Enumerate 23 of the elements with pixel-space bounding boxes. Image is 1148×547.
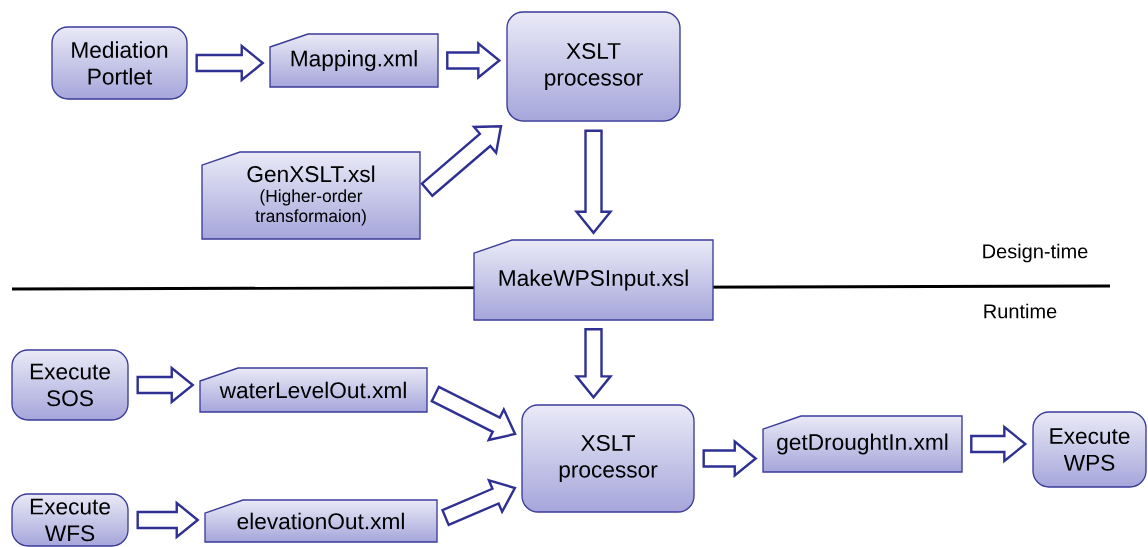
phase-label: Runtime — [984, 303, 1057, 319]
document-box: MakeWPSInput.xsl — [473, 239, 714, 321]
phase-label: Design-time — [983, 243, 1088, 263]
process-box: XSLT processor — [506, 11, 681, 122]
process-box: Execute SOS — [11, 349, 129, 421]
document-box: getDroughtIn.xml — [762, 415, 963, 473]
block-arrow — [136, 365, 195, 405]
block-arrow — [574, 328, 614, 400]
block-arrow — [970, 424, 1028, 464]
block-arrow — [195, 43, 265, 83]
block-arrow — [702, 439, 758, 478]
process-box: Execute WPS — [1032, 411, 1147, 488]
block-arrow — [136, 500, 200, 540]
document-box: GenXSLT.xsl (Higher-order transformaion) — [201, 151, 421, 240]
process-box: XSLT processor — [521, 404, 695, 513]
block-arrow — [446, 41, 502, 81]
document-box: waterLevelOut.xml — [199, 367, 428, 413]
block-arrow — [430, 385, 517, 442]
process-box: Execute WFS — [11, 493, 129, 547]
process-box: Mediation Portlet — [51, 26, 188, 100]
document-box: Mapping.xml — [269, 33, 439, 88]
block-arrow — [574, 129, 613, 235]
document-box: elevationOut.xml — [204, 499, 438, 543]
